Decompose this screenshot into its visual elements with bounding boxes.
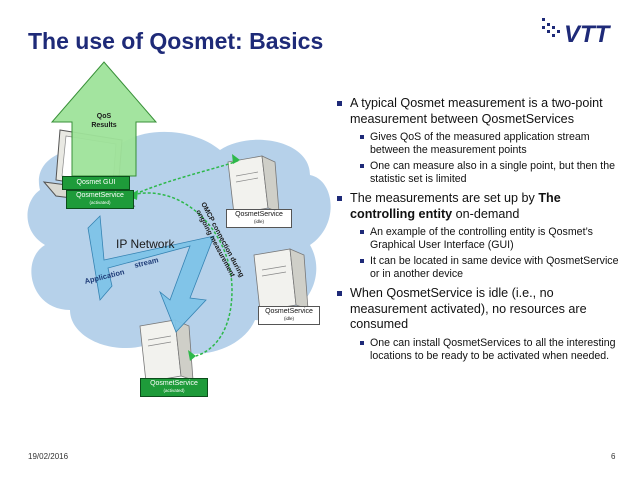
gui-service-label: QosmetService [76,192,124,199]
bullet-1-sub-1: Gives QoS of the measured application st… [336,131,628,157]
right-qosmetservice-box: QosmetService (idle) [258,306,320,325]
qosmet-gui-label: Qosmet GUI [76,179,116,186]
bullet-3-sub-1: One can install QosmetServices to all th… [336,337,628,363]
qosmet-gui-box: Qosmet GUI [62,176,130,190]
bullet-2-sub-2: It can be located in same device with Qo… [336,255,628,281]
ip-network-label: IP Network [116,237,175,251]
application-stream-arrow [87,215,215,333]
footer-date: 19/02/2016 [28,452,69,461]
server-bottom [139,319,194,383]
bullet-3: When QosmetService is idle (i.e., no mea… [336,286,628,333]
bottom-service-state: (activated) [163,388,185,393]
bottom-qosmetservice-box: QosmetService (activated) [140,378,208,397]
bullet-2-pre: The measurements are set up by [350,191,539,205]
top-service-state: (idle) [253,219,264,224]
qos-results-label: QoS Results [91,113,117,129]
vtt-logo: VTT [542,18,612,48]
logo-text: VTT [564,21,612,48]
top-service-label: QosmetService [235,211,283,218]
omcp-connection-arrow [127,192,233,357]
server-right [253,248,309,312]
right-service-label: QosmetService [265,308,313,315]
server-top [227,155,280,215]
qos-results-arrow [50,61,158,177]
bullet-2: The measurements are set up by The contr… [336,191,628,222]
bullet-2-sub-1: An example of the controlling entity is … [336,226,628,252]
page-number: 6 [611,452,616,461]
bullet-2-bold: The controlling entity [350,191,561,221]
bullet-list: A typical Qosmet measurement is a two-po… [336,96,628,366]
gui-service-state: (activated) [89,200,111,205]
gui-qosmetservice-box: QosmetService (activated) [66,190,134,209]
bottom-service-label: QosmetService [150,380,198,387]
top-qosmetservice-box: QosmetService (idle) [226,209,292,228]
bullet-1: A typical Qosmet measurement is a two-po… [336,96,628,127]
bullet-2-post: on-demand [452,206,520,221]
slide-title: The use of Qosmet: Basics [28,28,324,54]
bullet-1-sub-2: One can measure also in a single point, … [336,160,628,186]
right-service-state: (idle) [283,316,294,321]
